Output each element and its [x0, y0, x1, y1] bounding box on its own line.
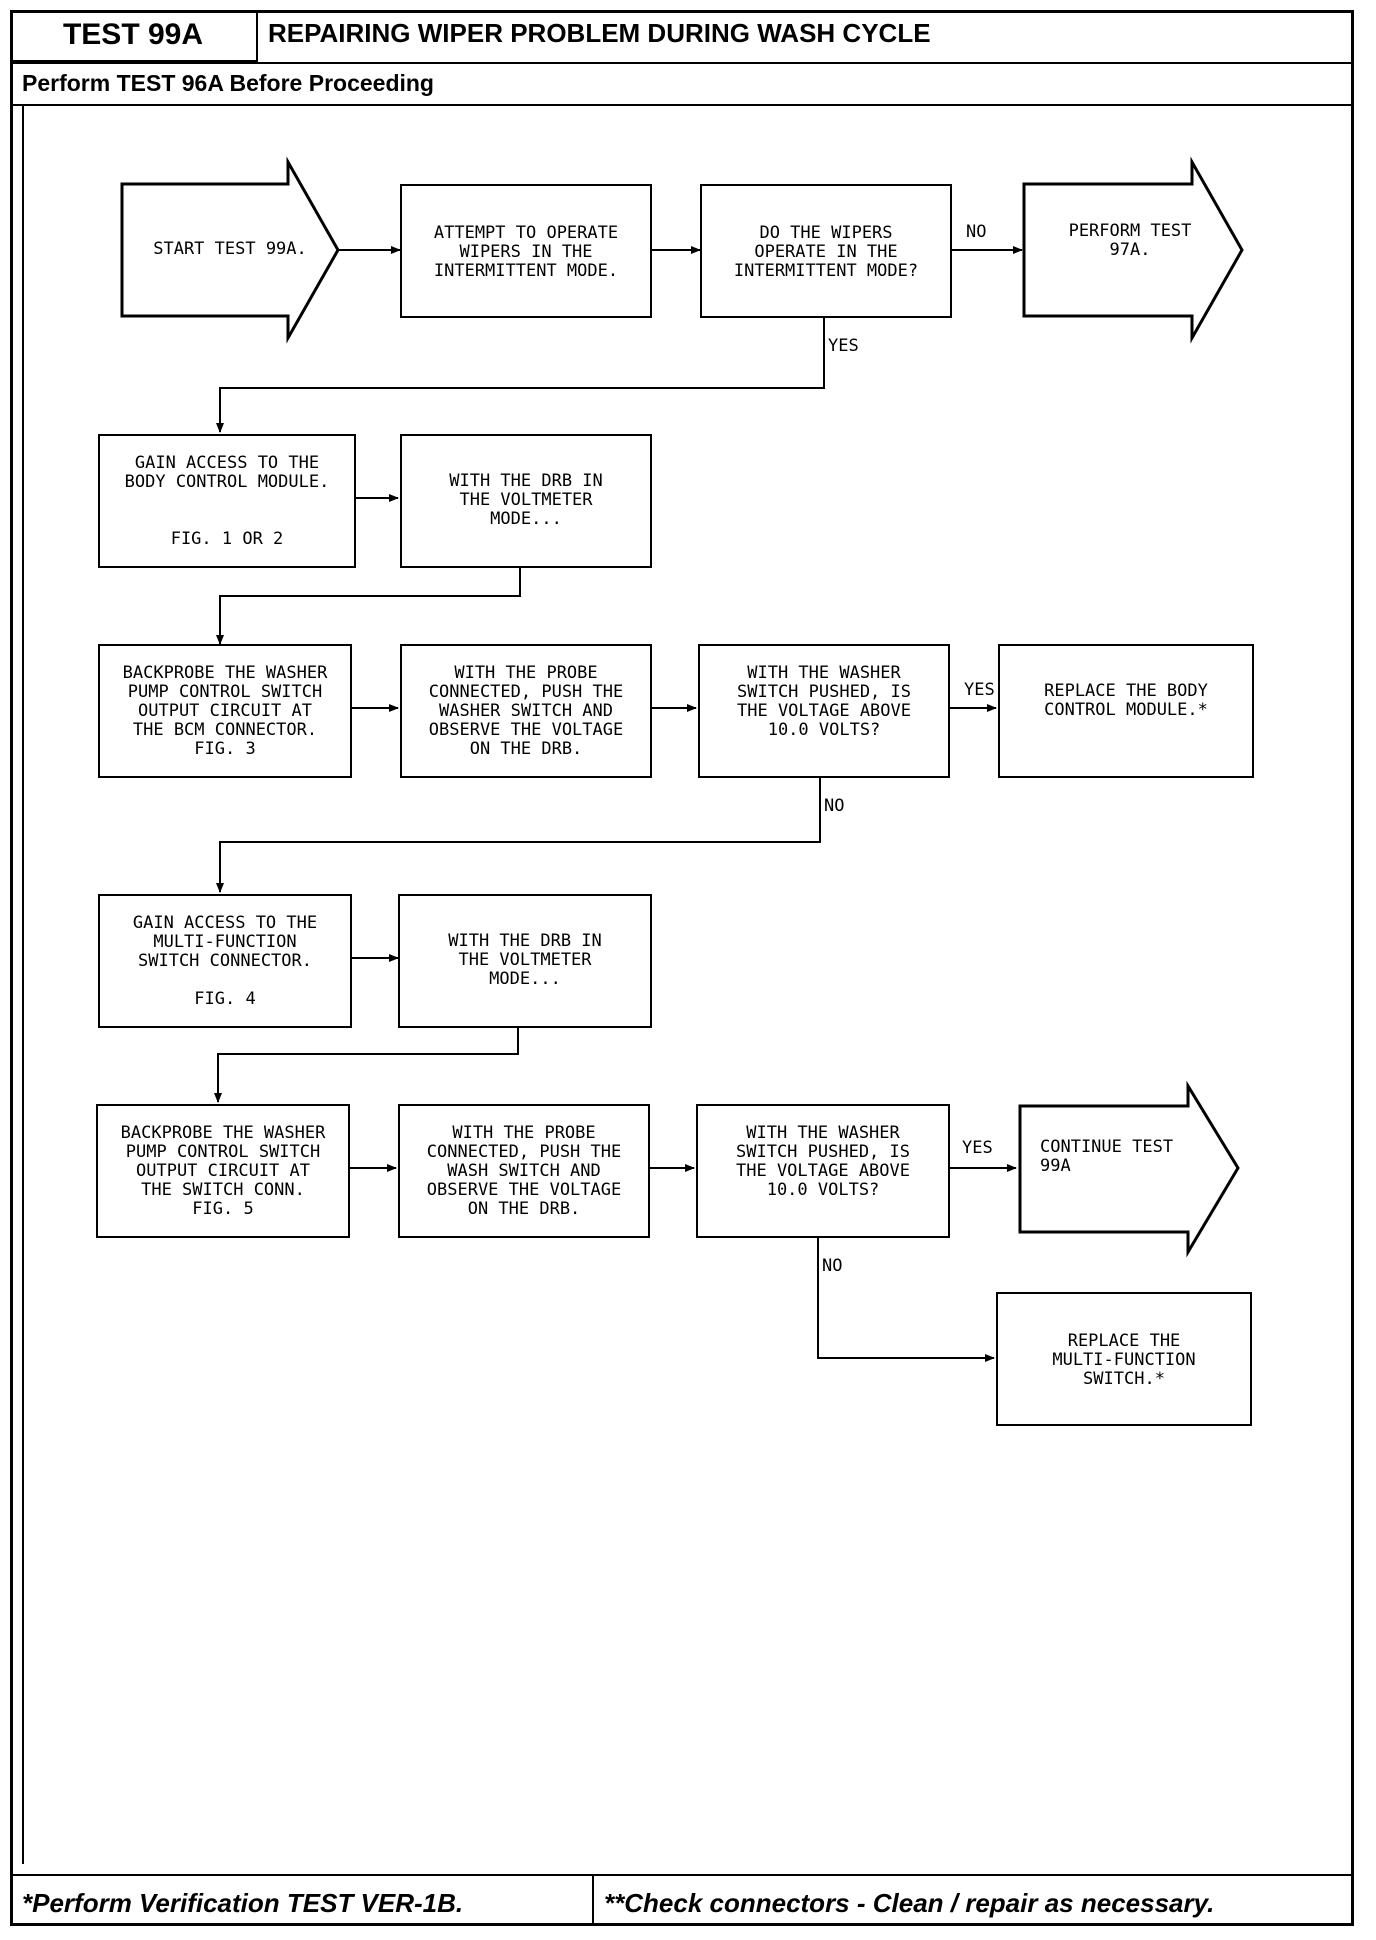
step-probe-push-1: WITH THE PROBE CONNECTED, PUSH THE WASHE… — [400, 644, 652, 778]
page-subtitle: Perform TEST 96A Before Proceeding — [22, 70, 434, 96]
header-divider-bottom — [10, 104, 1354, 106]
page-frame — [10, 10, 1354, 1926]
step-probe-push-2: WITH THE PROBE CONNECTED, PUSH THE WASH … — [398, 1104, 650, 1238]
step-line: WITH THE WASHER — [746, 1123, 900, 1143]
step-line: CONTROL MODULE.* — [1044, 700, 1208, 720]
step-line: MODE... — [489, 969, 561, 989]
step-line: GAIN ACCESS TO THE — [134, 453, 320, 473]
step-drb-voltmeter-2: WITH THE DRB IN THE VOLTMETER MODE... — [398, 894, 652, 1028]
step-line: CONNECTED, PUSH THE — [426, 1142, 622, 1162]
step-line: 10.0 VOLTS? — [766, 1180, 880, 1200]
step-line: PUMP CONTROL SWITCH — [125, 1142, 321, 1162]
perform-test-line: PERFORM TEST — [1068, 221, 1192, 241]
step-line: SWITCH CONNECTOR. — [138, 951, 312, 971]
footer-separator — [592, 1874, 594, 1926]
step-line: BACKPROBE THE WASHER — [122, 663, 328, 683]
step-line: OPERATE IN THE — [754, 242, 898, 262]
footer-divider — [10, 1874, 1354, 1876]
branch-label-no: NO — [966, 222, 987, 242]
step-line: ATTEMPT TO OPERATE — [433, 223, 619, 243]
start-arrow-shape — [120, 156, 340, 344]
step-line: ON THE DRB. — [467, 1199, 581, 1219]
step-line: REPLACE THE — [1067, 1331, 1181, 1351]
step-attempt-operate: ATTEMPT TO OPERATE WIPERS IN THE INTERMI… — [400, 184, 652, 318]
step-line: WITH THE PROBE — [454, 663, 598, 683]
step-line: THE VOLTMETER — [459, 490, 593, 510]
perform-test-line: 97A. — [1109, 240, 1151, 260]
step-line: SWITCH PUSHED, IS — [736, 1142, 910, 1162]
step-line: REPLACE THE BODY — [1044, 681, 1208, 701]
continue-arrow-shape — [1018, 1080, 1240, 1258]
step-line: GAIN ACCESS TO THE — [132, 913, 318, 933]
decision-voltage-above-1: WITH THE WASHER SWITCH PUSHED, IS THE VO… — [698, 644, 950, 778]
step-line: WITH THE DRB IN — [448, 931, 602, 951]
step-line: CONNECTED, PUSH THE — [428, 682, 624, 702]
continue-test-line: CONTINUE TEST — [1040, 1137, 1174, 1157]
step-line: WASH SWITCH AND — [447, 1161, 601, 1181]
decision-do-wipers-operate: DO THE WIPERS OPERATE IN THE INTERMITTEN… — [700, 184, 952, 318]
step-line: WASHER SWITCH AND — [439, 701, 613, 721]
step-line: SWITCH PUSHED, IS — [737, 682, 911, 702]
branch-label-no: NO — [822, 1256, 843, 1276]
step-gain-access-bcm: GAIN ACCESS TO THE BODY CONTROL MODULE. … — [98, 434, 356, 568]
step-line: MULTI-FUNCTION — [153, 932, 297, 952]
perform-test-label: PERFORM TEST 97A. — [1030, 222, 1230, 260]
step-line: FIG. 1 OR 2 — [170, 529, 284, 549]
step-line: FIG. 4 — [194, 989, 256, 1009]
step-line: OUTPUT CIRCUIT AT — [138, 701, 312, 721]
header-divider — [10, 62, 1354, 64]
step-backprobe-switch: BACKPROBE THE WASHER PUMP CONTROL SWITCH… — [96, 1104, 350, 1238]
step-line: WITH THE PROBE — [452, 1123, 596, 1143]
step-line: PUMP CONTROL SWITCH — [127, 682, 323, 702]
perform-arrow-shape — [1022, 156, 1244, 344]
footer-note-left: *Perform Verification TEST VER-1B. — [22, 1888, 464, 1918]
step-line: WIPERS IN THE — [459, 242, 593, 262]
step-line: FIG. 3 — [194, 739, 256, 759]
step-line: ON THE DRB. — [469, 739, 583, 759]
step-line: OBSERVE THE VOLTAGE — [426, 1180, 622, 1200]
continue-test-label: CONTINUE TEST 99A — [1040, 1138, 1190, 1176]
step-line: FIG. 5 — [192, 1199, 254, 1219]
step-replace-mfs: REPLACE THE MULTI-FUNCTION SWITCH.* — [996, 1292, 1252, 1426]
start-test-label: START TEST 99A. — [153, 239, 307, 259]
step-line: THE BCM CONNECTOR. — [132, 720, 318, 740]
page-title: REPAIRING WIPER PROBLEM DURING WASH CYCL… — [268, 18, 931, 48]
step-line: INTERMITTENT MODE. — [433, 261, 619, 281]
branch-label-no: NO — [824, 796, 845, 816]
decision-voltage-above-2: WITH THE WASHER SWITCH PUSHED, IS THE VO… — [696, 1104, 950, 1238]
step-line: OBSERVE THE VOLTAGE — [428, 720, 624, 740]
step-line: WITH THE WASHER — [747, 663, 901, 683]
branch-label-yes: YES — [962, 1138, 993, 1158]
step-replace-bcm: REPLACE THE BODY CONTROL MODULE.* — [998, 644, 1254, 778]
left-margin-line — [22, 104, 24, 1864]
step-gain-access-mfs: GAIN ACCESS TO THE MULTI-FUNCTION SWITCH… — [98, 894, 352, 1028]
step-line: BODY CONTROL MODULE. — [124, 472, 330, 492]
branch-label-yes: YES — [828, 336, 859, 356]
footer-note-right: **Check connectors - Clean / repair as n… — [604, 1888, 1215, 1918]
step-line: INTERMITTENT MODE? — [733, 261, 919, 281]
step-line: OUTPUT CIRCUIT AT — [136, 1161, 310, 1181]
step-backprobe-bcm: BACKPROBE THE WASHER PUMP CONTROL SWITCH… — [98, 644, 352, 778]
continue-test-line: 99A — [1040, 1156, 1071, 1176]
step-line: 10.0 VOLTS? — [767, 720, 881, 740]
step-line: WITH THE DRB IN — [449, 471, 603, 491]
step-line: THE VOLTAGE ABOVE — [737, 701, 911, 721]
test-number: TEST 99A — [10, 10, 258, 62]
step-drb-voltmeter-1: WITH THE DRB IN THE VOLTMETER MODE... — [400, 434, 652, 568]
step-line: THE SWITCH CONN. — [141, 1180, 305, 1200]
step-line: THE VOLTAGE ABOVE — [736, 1161, 910, 1181]
step-line: MULTI-FUNCTION — [1052, 1350, 1196, 1370]
step-line: BACKPROBE THE WASHER — [120, 1123, 326, 1143]
step-line: THE VOLTMETER — [458, 950, 592, 970]
step-line: DO THE WIPERS — [759, 223, 893, 243]
step-line: MODE... — [490, 509, 562, 529]
branch-label-yes: YES — [964, 680, 995, 700]
step-line: SWITCH.* — [1083, 1369, 1165, 1389]
